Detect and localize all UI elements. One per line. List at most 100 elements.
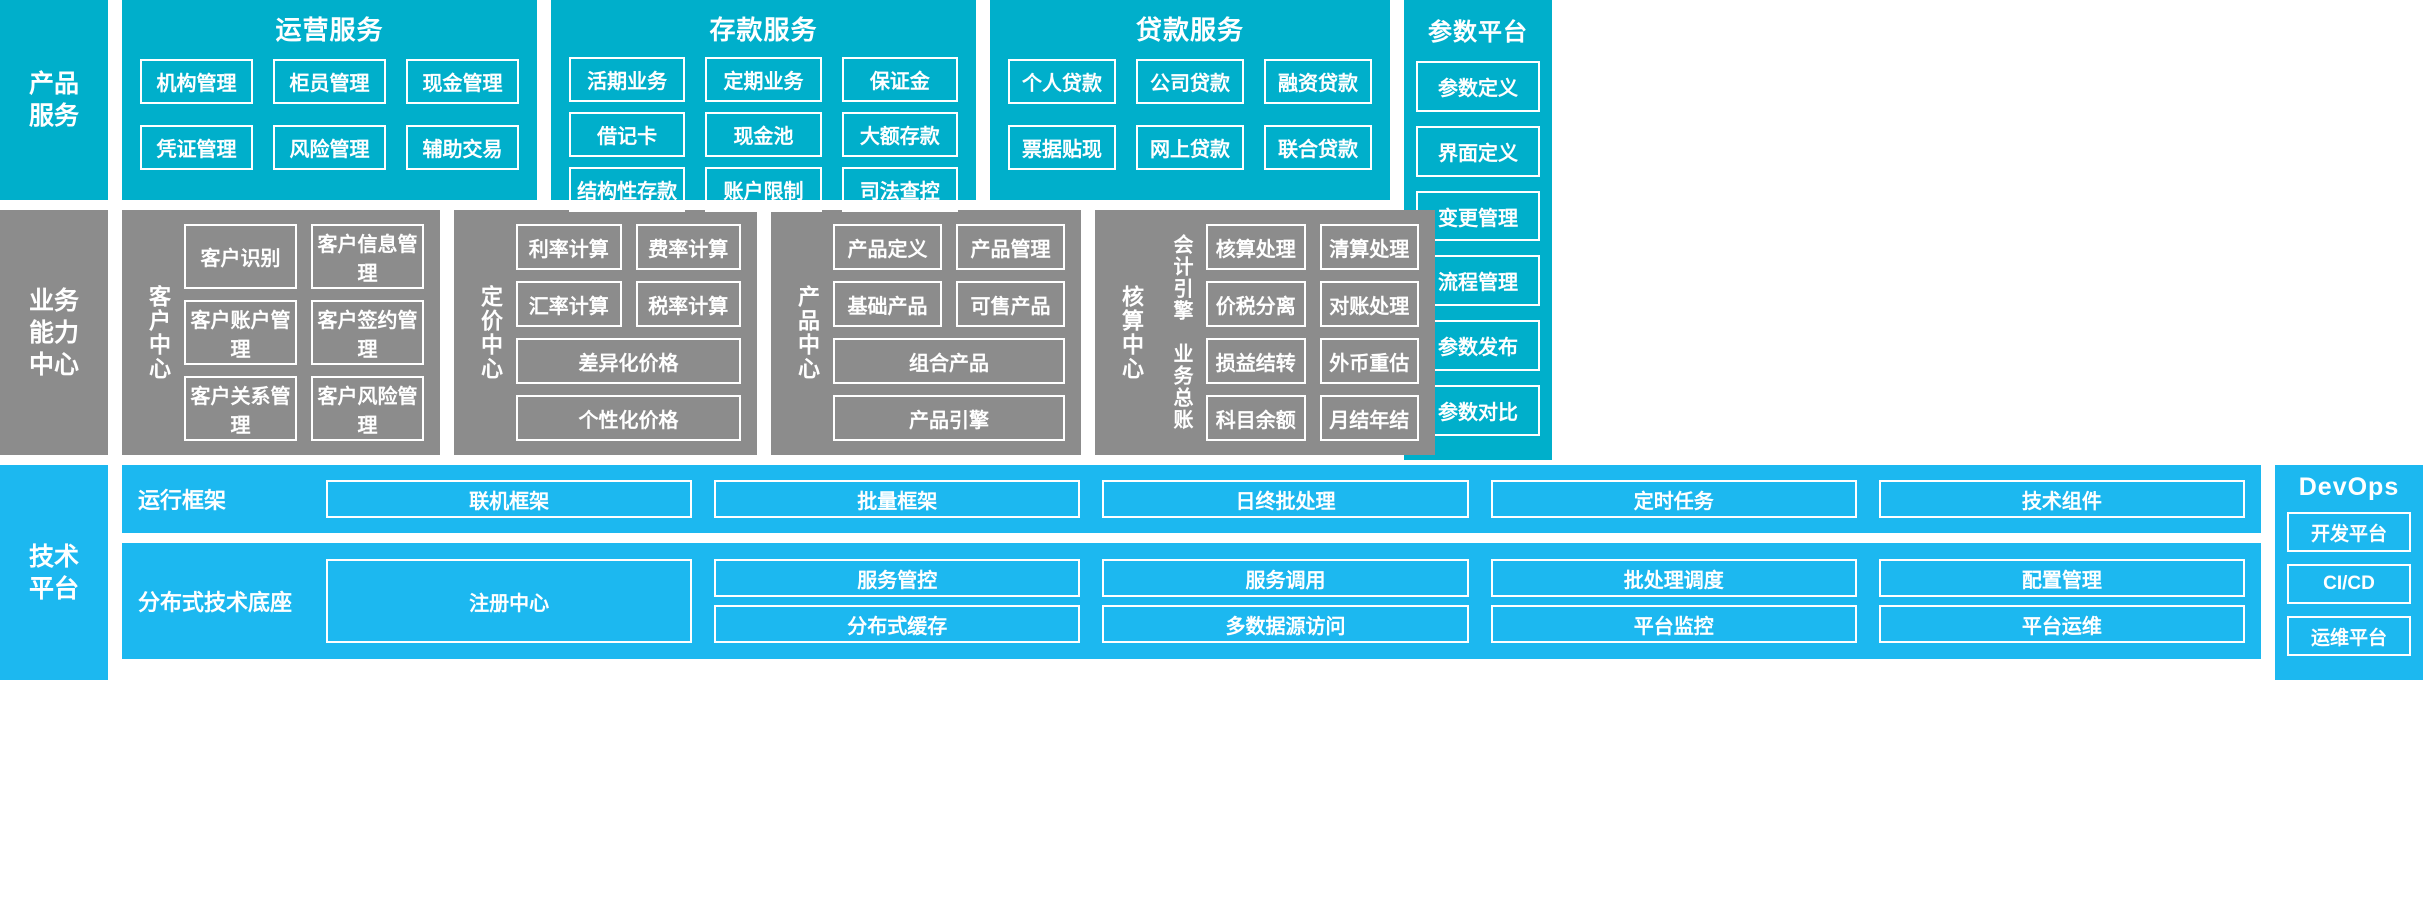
- service-cell[interactable]: 机构管理: [140, 59, 253, 104]
- tech-cell[interactable]: 联机框架: [326, 480, 693, 518]
- capability-cell[interactable]: 客户识别: [184, 224, 297, 289]
- service-cell[interactable]: 票据贴现: [1008, 125, 1116, 170]
- capability-cell[interactable]: 价税分离: [1206, 281, 1306, 327]
- capability-cell[interactable]: 利率计算: [516, 224, 622, 270]
- layer-label-line-1: 业务: [28, 286, 79, 315]
- capability-cell[interactable]: 客户关系管理: [184, 376, 297, 441]
- center-product: 产品中心 产品定义 产品管理 基础产品 可售产品 组合产品 产品引擎: [771, 210, 1081, 455]
- layer-product-service: 产品 服务 运营服务 机构管理 柜员管理 现金管理 凭证管理 风险管理 辅助交易: [0, 0, 2423, 460]
- service-cell[interactable]: 借记卡: [569, 112, 686, 157]
- capability-cell[interactable]: 产品引擎: [833, 395, 1065, 441]
- capability-cell[interactable]: 对账处理: [1319, 281, 1419, 327]
- service-cell[interactable]: 网上贷款: [1136, 125, 1244, 170]
- tech-cell[interactable]: 平台监控: [1490, 605, 1857, 643]
- service-cell[interactable]: 结构性存款: [569, 167, 686, 212]
- service-cell[interactable]: 柜员管理: [273, 59, 386, 104]
- devops-item[interactable]: 运维平台: [2287, 616, 2411, 656]
- strip-label-distributed-foundation: 分布式技术底座: [138, 590, 293, 615]
- center-label-pricing: 定价中心: [478, 284, 503, 381]
- capability-cell[interactable]: 损益结转: [1206, 338, 1306, 384]
- layer-label-product-service: 产品 服务: [0, 0, 108, 200]
- capability-cell[interactable]: 组合产品: [833, 338, 1065, 384]
- parameter-column-spacer: [1449, 210, 1597, 455]
- cell-row: 借记卡 现金池 大额存款: [569, 112, 958, 157]
- layer-label-line-3: 中心: [28, 350, 79, 379]
- cell-row: 客户关系管理 客户风险管理: [184, 376, 424, 441]
- band-divider: [0, 455, 2423, 465]
- cell-row: 差异化价格: [516, 338, 741, 384]
- cell-row: 票据贴现 网上贷款 联合贷款: [1008, 125, 1372, 170]
- capability-cell[interactable]: 个性化价格: [516, 395, 741, 441]
- service-cell[interactable]: 账户限制: [705, 167, 822, 212]
- capability-cell[interactable]: 可售产品: [956, 281, 1065, 327]
- layer-label-line-1: 技术: [28, 542, 79, 571]
- layer-business-capability: 业务 能力 中心 客户中心 客户识别 客户信息管理 客户账户管理 客户签约管理 …: [0, 210, 2423, 455]
- service-cell[interactable]: 联合贷款: [1264, 125, 1372, 170]
- service-cell[interactable]: 司法查控: [841, 167, 958, 212]
- service-cell[interactable]: 现金池: [705, 112, 822, 157]
- service-cell[interactable]: 风险管理: [273, 125, 386, 170]
- tech-cell[interactable]: 定时任务: [1490, 480, 1857, 518]
- capability-cell[interactable]: 清算处理: [1319, 224, 1419, 270]
- service-cell[interactable]: 辅助交易: [406, 125, 519, 170]
- cell-row: 机构管理 柜员管理 现金管理: [140, 59, 519, 104]
- cell-row: 个性化价格: [516, 395, 741, 441]
- capability-cell[interactable]: 客户风险管理: [311, 376, 424, 441]
- tech-cell[interactable]: 批处理调度: [1490, 559, 1857, 597]
- tech-cell[interactable]: 服务调用: [1102, 559, 1469, 597]
- tech-cell[interactable]: 日终批处理: [1102, 480, 1469, 518]
- service-cell[interactable]: 融资贷款: [1264, 59, 1372, 104]
- capability-cell[interactable]: 费率计算: [635, 224, 741, 270]
- cell-row: 损益结转 外币重估: [1206, 338, 1419, 384]
- tech-cell[interactable]: 平台运维: [1878, 605, 2246, 643]
- center-label-product: 产品中心: [795, 284, 820, 381]
- parameter-item[interactable]: 参数定义: [1416, 61, 1540, 112]
- parameter-item[interactable]: 界面定义: [1416, 125, 1540, 177]
- service-cell[interactable]: 活期业务: [569, 57, 686, 102]
- capability-cell[interactable]: 客户信息管理: [311, 224, 424, 289]
- band-divider: [0, 200, 2423, 210]
- tech-cell[interactable]: 配置管理: [1878, 559, 2246, 597]
- service-cell[interactable]: 现金管理: [406, 59, 519, 104]
- tech-cell[interactable]: 多数据源访问: [1102, 605, 1469, 643]
- cell-row: 利率计算 费率计算: [516, 224, 741, 270]
- group-loan-service: 贷款服务 个人贷款 公司贷款 融资贷款 票据贴现 网上贷款 联合贷款: [990, 0, 1390, 200]
- capability-cell[interactable]: 外币重估: [1319, 338, 1419, 384]
- devops-item[interactable]: CI/CD: [2287, 564, 2411, 604]
- service-cell[interactable]: 大额存款: [841, 112, 958, 157]
- cell-row: 汇率计算 税率计算: [516, 281, 741, 327]
- tech-cell[interactable]: 分布式缓存: [714, 605, 1081, 643]
- center-sublabel-accounting-engine: 会计引擎: [1170, 234, 1192, 323]
- tech-cell[interactable]: 服务管控: [714, 559, 1081, 597]
- cell-row: 价税分离 对账处理: [1206, 281, 1419, 327]
- tech-platform-main: 运行框架 联机框架 批量框架 日终批处理 定时任务 技术组件 分布式技术底座 注…: [122, 465, 2261, 680]
- service-cell[interactable]: 个人贷款: [1008, 59, 1116, 104]
- service-cell[interactable]: 公司贷款: [1136, 59, 1244, 104]
- capability-cell[interactable]: 基础产品: [833, 281, 942, 327]
- capability-cell[interactable]: 汇率计算: [516, 281, 622, 327]
- service-cell[interactable]: 定期业务: [705, 57, 822, 102]
- capability-cell[interactable]: 客户账户管理: [184, 300, 297, 365]
- capability-cell[interactable]: 税率计算: [635, 281, 741, 327]
- capability-cell[interactable]: 产品定义: [833, 224, 942, 270]
- capability-cell[interactable]: 科目余额: [1206, 395, 1306, 441]
- tech-cell[interactable]: 批量框架: [714, 480, 1081, 518]
- strip-label-runtime-framework: 运行框架: [138, 488, 227, 513]
- center-label-accounting: 核算中心: [1119, 284, 1144, 381]
- strip-runtime-framework: 运行框架 联机框架 批量框架 日终批处理 定时任务 技术组件: [122, 465, 2261, 533]
- capability-cell[interactable]: 差异化价格: [516, 338, 741, 384]
- cell-row: 核算处理 清算处理: [1206, 224, 1419, 270]
- capability-cell[interactable]: 客户签约管理: [311, 300, 424, 365]
- capability-cell[interactable]: 月结年结: [1319, 395, 1419, 441]
- cell-row: 客户账户管理 客户签约管理: [184, 300, 424, 365]
- tech-cell-registry[interactable]: 注册中心: [326, 559, 693, 643]
- capability-cell[interactable]: 核算处理: [1206, 224, 1306, 270]
- center-accounting: 核算中心 会计引擎 业务总账 核算处理 清算处理 价税分离 对账处理 损益结转 …: [1095, 210, 1435, 455]
- capability-cell[interactable]: 产品管理: [956, 224, 1065, 270]
- center-pricing: 定价中心 利率计算 费率计算 汇率计算 税率计算 差异化价格 个性化价格: [454, 210, 757, 455]
- cell-row: 结构性存款 账户限制 司法查控: [569, 167, 958, 212]
- tech-cell[interactable]: 技术组件: [1878, 480, 2246, 518]
- service-cell[interactable]: 凭证管理: [140, 125, 253, 170]
- service-cell[interactable]: 保证金: [841, 57, 958, 102]
- devops-item[interactable]: 开发平台: [2287, 512, 2411, 552]
